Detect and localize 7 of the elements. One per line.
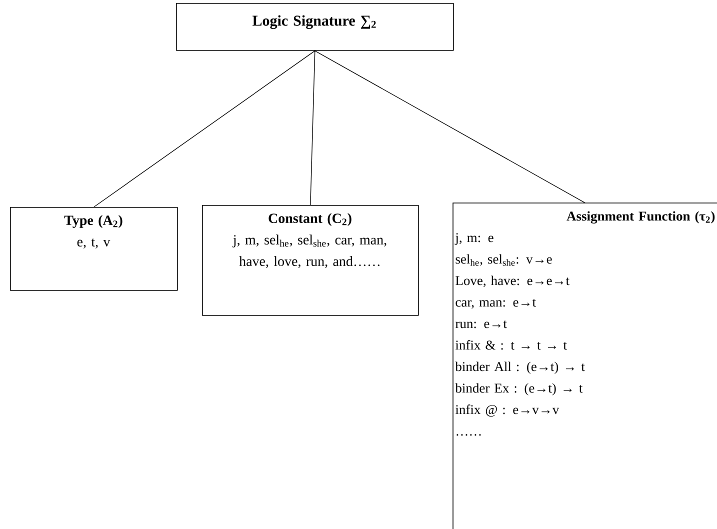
connector-line <box>94 50 316 208</box>
text-box: Constant (C$_{2}$) j, m, sel$_{he}$, sel$_{she}$, car, man, have, love, run, and…… <box>202 205 419 316</box>
connector-line <box>314 50 586 204</box>
list-box: Assignment Function (τ$_{2}$) j, m: e sel$_{he}$, sel$_{she}$: v→e Love, have: e→e→t car, man: e→t run: e→t infix & : t → t → t binder All : (e→t) → t binder Ex : (e→t) → t infix @ : e→v→v …… <box>452 202 717 529</box>
text-box: Logic Signature ∑$_{2}$ <box>176 3 454 51</box>
text-box: Type (A$_{2}$) e, t, v <box>10 207 178 291</box>
connector-line <box>310 50 316 206</box>
